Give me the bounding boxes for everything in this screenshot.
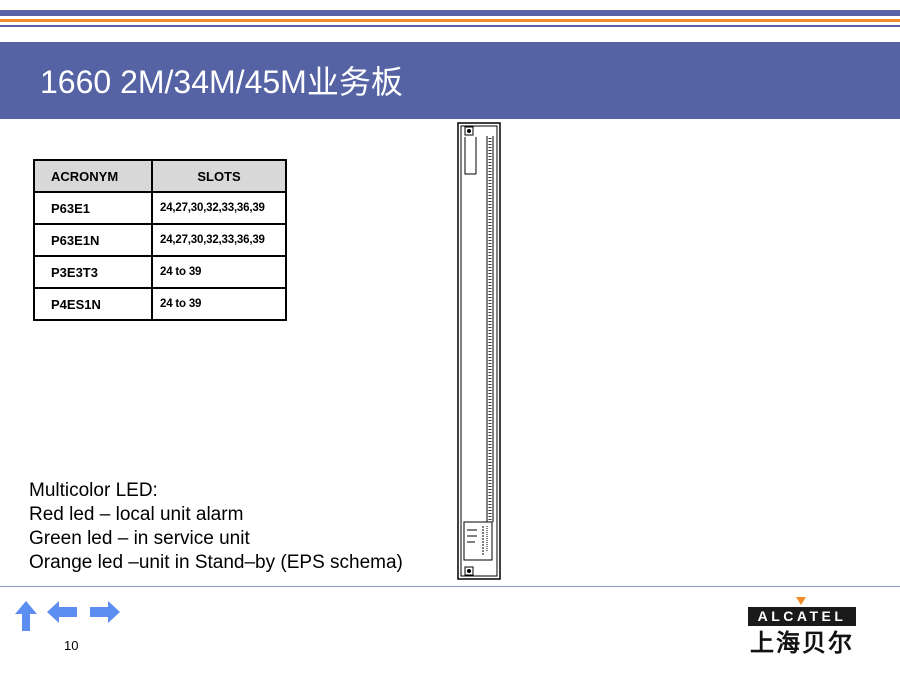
logo-triangle-icon <box>796 597 806 605</box>
top-stripe-thin <box>0 25 900 27</box>
acronym-cell: P63E1 <box>33 191 153 225</box>
front-label-plate <box>463 521 493 561</box>
acronym-cell: P4ES1N <box>33 287 153 321</box>
led-note-green: Green led – in service unit <box>29 528 250 549</box>
column-header-acronym: ACRONYM <box>33 159 153 193</box>
footer-divider <box>0 586 900 587</box>
table-row: P4ES1N 24 to 39 <box>33 287 287 321</box>
top-stripe-blue <box>0 10 900 16</box>
led-notes: Multicolor LED: Red led – local unit ala… <box>29 479 403 575</box>
table-row: P3E3T3 24 to 39 <box>33 255 287 289</box>
led-note-heading: Multicolor LED: <box>29 480 158 501</box>
page-number: 10 <box>64 638 79 653</box>
alcatel-logo: ALCATEL 上海贝尔 <box>748 597 856 659</box>
table-row: P63E1N 24,27,30,32,33,36,39 <box>33 223 287 257</box>
board-front-panel-drawing <box>457 122 501 580</box>
acronym-cell: P3E3T3 <box>33 255 153 289</box>
led-note-red: Red led – local unit alarm <box>29 504 244 525</box>
bottom-screw-icon <box>464 566 474 576</box>
acronym-slots-table: ACRONYM SLOTS P63E1 24,27,30,32,33,36,39… <box>33 159 287 321</box>
led-note-orange: Orange led –unit in Stand–by (EPS schema… <box>29 552 403 573</box>
top-screw-icon <box>464 126 474 136</box>
arrow-up-icon[interactable] <box>14 601 38 631</box>
arrow-left-icon[interactable] <box>47 601 77 623</box>
slots-cell: 24,27,30,32,33,36,39 <box>151 191 287 225</box>
slots-cell: 24 to 39 <box>151 287 287 321</box>
logo-chinese-name: 上海贝尔 <box>750 628 854 657</box>
title-bar: 1660 2M/34M/45M业务板 <box>0 42 900 119</box>
top-stripe-orange <box>0 19 900 22</box>
table-header-row: ACRONYM SLOTS <box>33 159 287 193</box>
table-row: P63E1 24,27,30,32,33,36,39 <box>33 191 287 225</box>
slots-cell: 24 to 39 <box>151 255 287 289</box>
logo-wordmark: ALCATEL <box>748 607 856 626</box>
arrow-right-icon[interactable] <box>90 601 120 623</box>
column-header-slots: SLOTS <box>151 159 287 193</box>
acronym-cell: P63E1N <box>33 223 153 257</box>
page-title: 1660 2M/34M/45M业务板 <box>40 64 403 100</box>
slots-cell: 24,27,30,32,33,36,39 <box>151 223 287 257</box>
